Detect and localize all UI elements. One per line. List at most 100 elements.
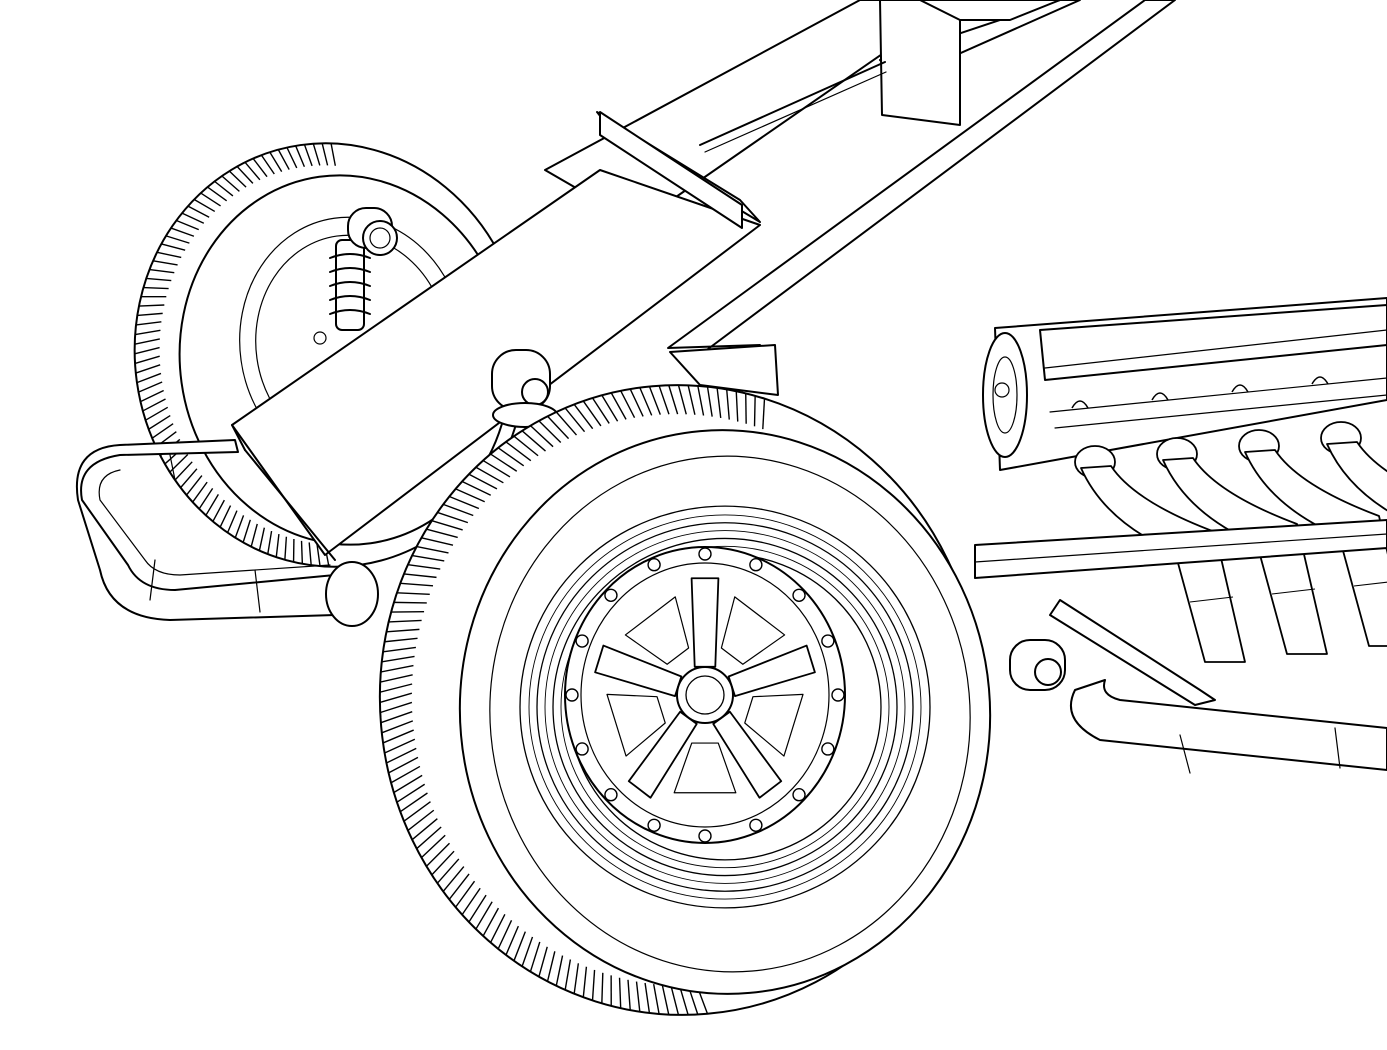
tread-groove [601, 972, 604, 1004]
tread-groove [416, 545, 449, 554]
tread-groove [386, 628, 420, 633]
tread-groove [591, 397, 610, 424]
pipe-band [1271, 588, 1316, 595]
valve-cover-bolt [1071, 400, 1089, 409]
tread-groove [426, 842, 451, 867]
tread-groove [431, 520, 463, 531]
tread-groove [627, 979, 631, 1011]
tread-groove [461, 887, 481, 916]
tread-groove [135, 321, 162, 326]
lower-frame-tube-edge [974, 533, 1387, 563]
tread-groove [380, 701, 413, 714]
tread-groove [207, 186, 228, 202]
tread-groove [151, 423, 174, 439]
tread-groove [489, 914, 506, 943]
tread-groove [687, 385, 696, 415]
tread-groove [226, 510, 238, 533]
tread-groove [250, 523, 258, 547]
tread-groove [403, 573, 437, 579]
tread-groove [620, 390, 636, 419]
tread-groove [648, 386, 661, 415]
tread-groove [316, 543, 321, 567]
front-bumper [75, 439, 379, 627]
lug-bolt [821, 742, 835, 756]
tread-groove [192, 481, 208, 503]
upright-post [879, 0, 961, 126]
tie-rod-end [1009, 639, 1066, 691]
lower-exhaust-pipe [1070, 679, 1387, 771]
chassis-frame [231, 0, 1176, 561]
tread-groove [161, 243, 186, 251]
tread-groove [244, 161, 261, 181]
tread-groove [312, 143, 321, 166]
tread-groove [252, 158, 268, 178]
tread-groove [668, 385, 679, 415]
tread-groove [234, 515, 245, 538]
tread-groove [573, 403, 594, 430]
tread-groove [677, 384, 687, 415]
tread-groove [382, 646, 416, 653]
tread-groove [735, 391, 739, 422]
tread-groove [403, 801, 431, 822]
tread-groove [601, 394, 619, 422]
tread-groove [546, 951, 556, 982]
frame-gusset [669, 344, 779, 396]
lug-bolt [575, 634, 589, 648]
rear-rim-bolt [313, 331, 327, 345]
tread-groove [475, 466, 504, 484]
tread-groove [547, 415, 570, 440]
tread-groove [221, 175, 240, 192]
spoke-window [624, 596, 690, 665]
tread-groove [200, 192, 221, 207]
lug-bolt [647, 558, 661, 572]
tread-groove [185, 475, 203, 496]
tread-groove [393, 774, 423, 794]
tread-groove [475, 901, 493, 930]
tread-groove [174, 461, 193, 481]
control-arm-edge [244, 449, 336, 561]
tread-groove [658, 385, 670, 415]
tread-groove [228, 170, 247, 188]
tread-groove [505, 441, 532, 462]
lug-bolt [792, 788, 806, 802]
rim-ring [544, 530, 906, 884]
tread-groove [449, 495, 480, 510]
tread-groove [490, 453, 518, 472]
hub-bore [685, 675, 725, 715]
tread-groove [482, 459, 511, 478]
tread-groove [455, 880, 476, 908]
tread-groove [529, 941, 541, 972]
tread-groove [455, 488, 485, 503]
wheel-spoke [690, 577, 720, 668]
rim-ring [552, 537, 898, 877]
tread-groove [135, 364, 161, 374]
diagonal-tube-edge [704, 71, 887, 153]
engine [974, 297, 1387, 774]
tread-groove [564, 407, 586, 433]
tread-groove [134, 346, 160, 355]
rim-ring [536, 522, 914, 892]
tread-groove [165, 235, 190, 244]
tread-groove [156, 251, 182, 259]
tread-groove [431, 850, 455, 876]
tread-groove [267, 530, 273, 555]
front-sidewall-line [489, 455, 971, 973]
engine-bolts [1071, 376, 1329, 409]
front-tire-tread [379, 384, 766, 1016]
engine-icon [982, 297, 1387, 471]
tread-groove [242, 519, 251, 543]
tread-groove [284, 536, 288, 560]
tie-rod [1049, 599, 1216, 706]
tread-groove [384, 637, 418, 643]
tread-groove [134, 355, 160, 365]
tread-groove [148, 414, 171, 430]
tread-groove [716, 387, 722, 419]
tread-groove [564, 959, 572, 991]
tread-groove [582, 966, 588, 998]
tread-groove [762, 398, 766, 430]
tread-groove [416, 826, 442, 850]
tread-groove [390, 765, 421, 784]
tread-groove [678, 985, 689, 1016]
wheel-icon [378, 384, 992, 1016]
tread-groove [135, 329, 161, 336]
